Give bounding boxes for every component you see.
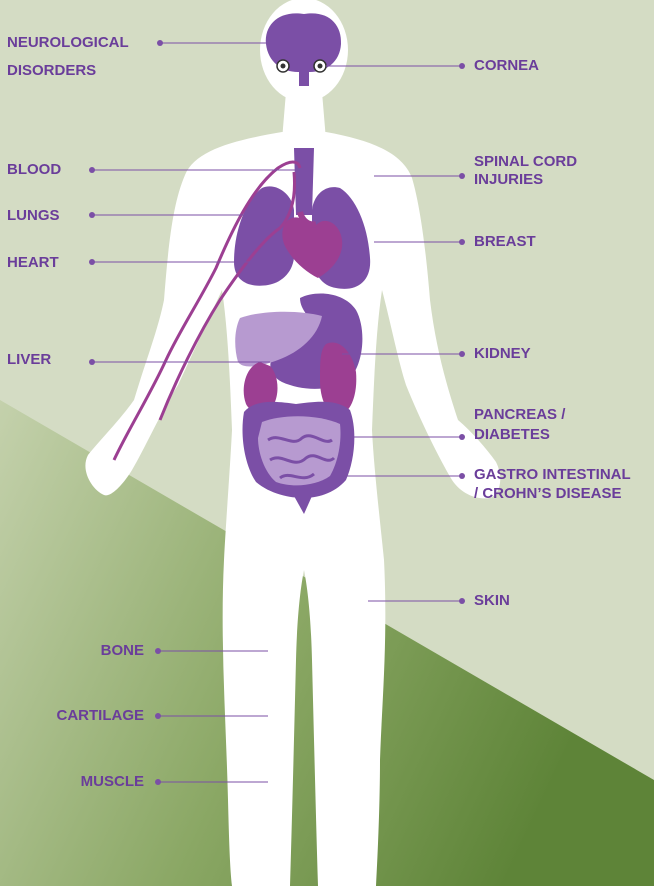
label-diabetes: DIABETES bbox=[474, 426, 550, 444]
trachea bbox=[294, 148, 314, 215]
label-pancreas: PANCREAS / bbox=[474, 406, 565, 424]
label-spinal-cord: SPINAL CORD bbox=[474, 153, 577, 171]
label-bone: BONE bbox=[0, 641, 144, 661]
label-heart: HEART bbox=[7, 253, 59, 273]
label-gastro-intestinal: GASTRO INTESTINAL bbox=[474, 466, 631, 484]
label-skin: SKIN bbox=[474, 591, 510, 611]
label-blood: BLOOD bbox=[7, 160, 61, 180]
label-neurological: NEUROLOGICAL bbox=[7, 33, 129, 53]
label-injuries: INJURIES bbox=[474, 171, 543, 189]
label-cartilage: CARTILAGE bbox=[0, 706, 144, 726]
label-crohns-disease: / CROHN’S DISEASE bbox=[474, 485, 622, 503]
label-breast: BREAST bbox=[474, 232, 536, 252]
label-disorders: DISORDERS bbox=[7, 61, 96, 81]
label-cornea: CORNEA bbox=[474, 56, 539, 76]
label-liver: LIVER bbox=[7, 350, 51, 370]
label-kidney: KIDNEY bbox=[474, 344, 531, 364]
label-lungs: LUNGS bbox=[7, 206, 60, 226]
label-muscle: MUSCLE bbox=[0, 772, 144, 792]
